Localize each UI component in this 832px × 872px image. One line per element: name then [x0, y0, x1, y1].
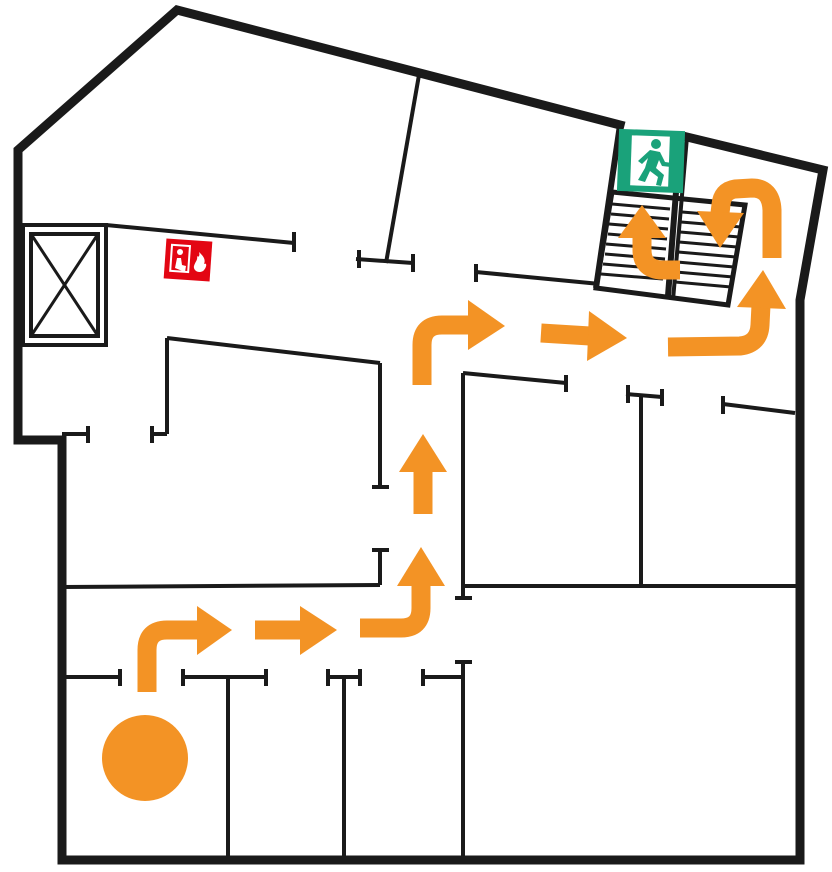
escape-route-arrow-icon — [540, 311, 627, 361]
interior-walls — [61, 74, 800, 860]
elevator-shaft-icon — [21, 223, 108, 347]
running-man-exit-icon — [616, 128, 686, 194]
fire-alarm-call-point-icon — [163, 238, 213, 282]
escape-route — [137, 178, 786, 692]
escape-route-arrow-icon — [399, 434, 447, 514]
escape-route-arrow-icon — [360, 547, 445, 638]
you-are-here-dot-icon — [102, 715, 188, 801]
escape-route-arrow-icon — [412, 300, 505, 385]
outer-walls — [13, 5, 829, 865]
escape-route-arrow-icon — [697, 178, 782, 258]
escape-route-arrow-icon — [618, 205, 680, 280]
escape-route-arrow-icon — [255, 606, 337, 655]
escape-route-arrow-icon — [667, 270, 786, 357]
escape-route-arrow-icon — [137, 606, 232, 692]
